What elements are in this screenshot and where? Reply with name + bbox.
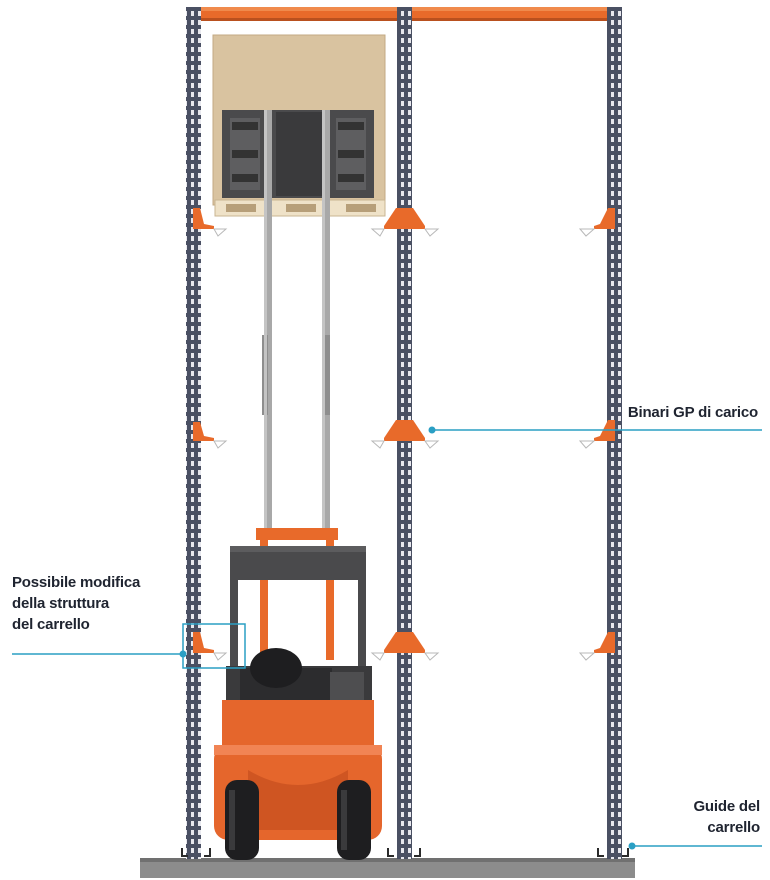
callout-dots [179,426,636,850]
callout-label-line: Binari GP di carico [627,404,758,421]
callout-lines [12,429,762,847]
callout-label-possibile-modifica: Possibile modifica della struttura del c… [12,572,140,635]
callout-label-line: della struttura [12,595,110,612]
floor-guides [181,848,629,857]
callout-label-binari: Binari GP di carico [628,402,758,423]
callout-dot-guide [628,842,636,850]
callout-label-line: del carrello [12,616,90,633]
modification-highlight-box [182,623,246,669]
floor-shadow [140,858,635,862]
rail-lips [213,228,596,661]
forklift [214,528,382,860]
floor [140,858,635,878]
callout-label-line: carrello [707,819,760,836]
callout-dot-binari [428,426,436,434]
rail-brackets [193,208,615,653]
callout-label-line: Guide del [693,798,760,815]
callout-label-guide-carrello: Guide del carrello [693,796,760,838]
fork-carriage [222,110,374,198]
callout-dot-possibile [179,650,187,658]
callout-label-line: Possibile modifica [12,574,141,591]
mast [262,110,330,540]
